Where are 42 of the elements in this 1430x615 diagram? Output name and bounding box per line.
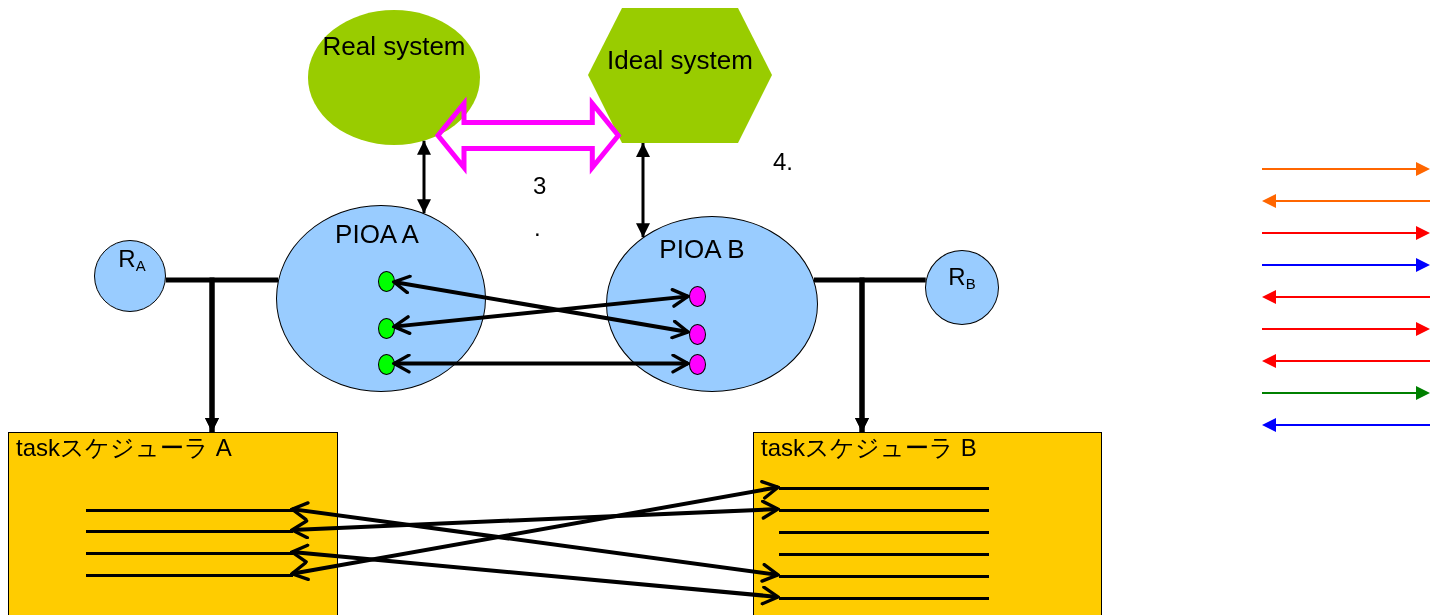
task-line bbox=[86, 573, 293, 577]
number-label: . bbox=[534, 214, 541, 242]
task-line bbox=[779, 486, 989, 490]
hexagon-node bbox=[588, 8, 772, 143]
arrow bbox=[417, 140, 431, 214]
number-label: 4. bbox=[773, 148, 793, 176]
arrow bbox=[392, 274, 690, 340]
task-line bbox=[779, 530, 989, 534]
dot bbox=[378, 354, 395, 375]
node-label: taskスケジューラ A bbox=[16, 434, 233, 462]
number-label: 3 bbox=[533, 172, 547, 200]
merge-arrow bbox=[205, 277, 279, 432]
task-line bbox=[86, 551, 293, 555]
task-line bbox=[779, 508, 989, 512]
dot bbox=[378, 318, 395, 339]
arrow bbox=[636, 143, 650, 238]
node-label: R$_{A}$ bbox=[117, 245, 147, 275]
task-line bbox=[779, 552, 989, 556]
node-label: PIOA B bbox=[658, 235, 746, 265]
arrow bbox=[290, 501, 780, 583]
node-label: taskスケジューラ B bbox=[761, 434, 978, 462]
scheduler-box bbox=[8, 432, 338, 615]
double-arrow bbox=[434, 96, 622, 175]
arrow bbox=[290, 499, 780, 540]
dot bbox=[378, 271, 395, 292]
arrow bbox=[290, 479, 780, 582]
node-label: Ideal system bbox=[606, 46, 754, 76]
task-line bbox=[86, 529, 293, 533]
merge-arrow bbox=[855, 277, 926, 432]
task-line bbox=[779, 596, 989, 600]
task-line bbox=[86, 508, 293, 512]
scheduler-box bbox=[753, 432, 1102, 615]
node-label: PIOA A bbox=[334, 220, 420, 250]
dot bbox=[689, 324, 706, 345]
dot bbox=[689, 286, 706, 307]
node-label: R$_{B}$ bbox=[947, 263, 977, 293]
dot bbox=[689, 354, 706, 375]
arrow bbox=[290, 543, 780, 606]
arrow bbox=[392, 287, 690, 336]
node-label: Real system bbox=[321, 32, 467, 62]
arrow bbox=[392, 353, 690, 374]
task-line bbox=[779, 574, 989, 578]
